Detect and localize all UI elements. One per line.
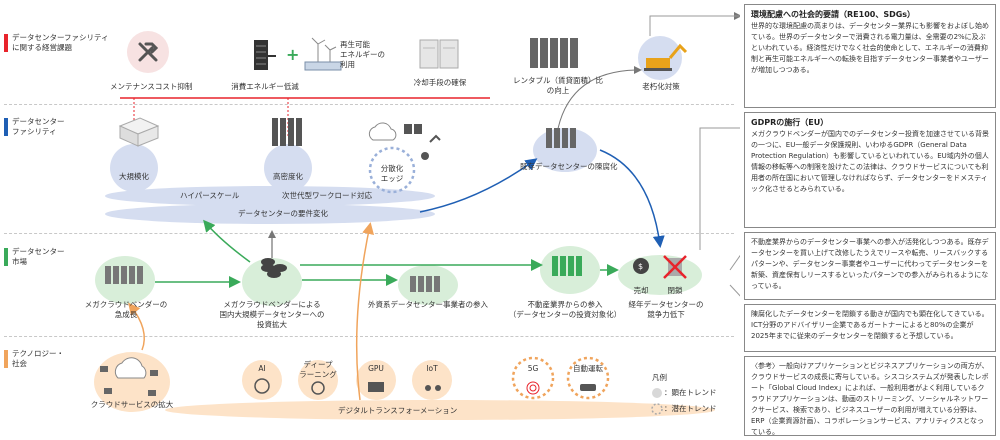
band-label-tech: テクノロジー・ 社会 [12,349,65,368]
cloud-icon [368,122,397,141]
panel-realestate-body: 不動産業界からのデータセンター事業への参入が活発化しつつある。既存データセンター… [751,238,989,290]
facility-dense: 高密度化 [273,172,303,181]
panel-realestate: 不動産業界からのデータセンター事業への参入が活発化しつつある。既存データセンター… [744,232,996,300]
market-dispose: 閉鎖 [667,286,683,295]
legend-latent-swatch [651,403,663,415]
tech-gpu: GPU [368,364,384,373]
cooling-unit-icon [419,39,459,69]
legend-visible: ：顕在トレンド [664,388,717,397]
issue-maintenance: メンテナンスコスト抑制 [110,82,193,91]
legend-title: 凡例 [652,373,667,382]
band-label-facility: データセンター ファシリティ [12,117,65,136]
panel-gdpr-body: メガクラウドベンダーが国内でのデータセンター投資を加速させている背景の一つに、E… [751,130,989,193]
tech-dx: デジタルトランスフォーメーション [338,406,458,415]
issue-aging: 老朽化対策 [642,82,680,91]
dispose-icon [663,255,687,279]
facility-obsolete: 既存データセンターの陳腐化 [520,162,618,171]
facility-requirements: データセンターの要件変化 [238,209,328,218]
facility-large: 大規模化 [119,172,149,181]
dense-servers-icon [272,118,302,146]
ai-blob [242,360,282,400]
panel-environment-title: 環境配慮への社会的要請（RE100、SDGs） [751,10,916,19]
large-blob [110,144,158,192]
large-dc-icon [118,117,160,147]
wind-turbine-icon [304,37,342,71]
market-realestate: 不動産業界からの参入 （データセンターの投資対象化） [508,300,622,319]
5g-signal-icon [526,381,540,395]
legend-latent: ：潜在トレンド [664,404,717,413]
dense-blob [264,144,312,192]
5g-blob [511,356,555,400]
mega-servers-icon [105,266,143,284]
car-icon [580,384,596,391]
mega-invest-blob [242,258,302,306]
brain-icon [254,378,270,394]
band-label-issues: データセンターファシリティ に関する経営課題 [12,33,109,52]
iot-blob [412,360,452,400]
separator [4,336,734,337]
band-bar-facility [4,118,8,136]
issue-rentable: レンタブル（賃貸面積）比 の向上 [513,76,603,95]
edge-devices-icon [404,124,441,160]
tech-5g: 5G [527,364,539,373]
wrench-icon [138,42,159,62]
issue-cooling: 冷却手段の確保 [413,78,467,87]
tech-deep: ディープ ラーニング [299,360,337,379]
separator [4,104,734,105]
tech-cloud: クラウドサービスの拡大 [90,400,174,409]
band-bar-market [4,248,8,266]
svg-text:$: $ [638,262,643,271]
dx-bar [165,400,715,420]
cloud-blob [94,352,170,412]
coins-icon [261,258,287,278]
obsolete-servers-icon [546,128,576,148]
edge-blob [368,146,416,194]
requirements-bar [105,204,435,224]
band-bar-issues [4,34,8,52]
issue-energy: 消費エネルギー低減 [231,82,299,91]
band-bar-tech [4,350,8,368]
server-farm-icon [530,38,578,68]
iot-icon [425,385,441,391]
market-sale: 売却 [633,286,649,295]
panel-closure: 陳腐化したデータセンターを閉鎖する動きが国内でも顕在化してきている。ICT分野の… [744,304,996,352]
server-rack-icon [254,40,276,70]
sale-icon: $ [633,258,649,274]
market-foreign: 外資系データセンター事業者の参入 [368,300,488,309]
plus-icon: + [286,45,299,64]
cloud-services-icon [100,357,158,396]
excavator-icon [644,43,688,71]
gpu-icon [368,382,384,392]
facility-hyperscale: ハイパースケール [180,191,240,200]
market-competitiveness: 経年データセンターの 競争力低下 [628,300,704,319]
deep-learning-icon [311,381,325,395]
auto-blob [566,356,610,400]
foreign-servers-icon [410,276,440,292]
band-label-market: データセンター 市場 [12,247,65,266]
panel-cloud-reference-body: 〈参考〉一般向けアプリケーションとビジネスアプリケーションの両方が、クラウドサー… [751,362,989,436]
diagram-graphics: + [94,12,740,420]
tech-iot: IoT [426,364,438,373]
tech-auto: 自動運転 [573,364,603,373]
panel-cloud-reference: 〈参考〉一般向けアプリケーションとビジネスアプリケーションの両方が、クラウドサー… [744,356,996,436]
panel-gdpr-title: GDPRの施行（EU） [751,118,829,127]
panel-environment-body: 世界的な環境配慮の高まりは、データセンター業界にも影響をおよぼし始めている。世界… [751,22,989,74]
realestate-servers-icon [552,256,582,276]
market-mega-growth: メガクラウドベンダーの 急成長 [84,300,168,319]
panel-environment: 環境配慮への社会的要請（RE100、SDGs） 世界的な環境配慮の高まりは、デー… [744,4,996,108]
hyperscale-bar [105,186,435,206]
issue-renewable: 再生可能 エネルギーの 利用 [340,40,385,69]
facility-edge: 分散化 エッジ [380,164,404,183]
gpu-blob [356,360,396,400]
market-mega-invest: メガクラウドベンダーによる 国内大規模データセンターへの 投資拡大 [219,300,325,329]
deep-blob [298,360,338,400]
tech-ai: AI [258,364,266,373]
legend-visible-swatch [652,388,662,398]
panel-gdpr: GDPRの施行（EU） メガクラウドベンダーが国内でのデータセンター投資を加速さ… [744,112,996,228]
facility-nextgen: 次世代型ワークロード対応 [282,191,372,200]
panel-closure-body: 陳腐化したデータセンターを閉鎖する動きが国内でも顕在化してきている。ICT分野の… [751,310,989,340]
